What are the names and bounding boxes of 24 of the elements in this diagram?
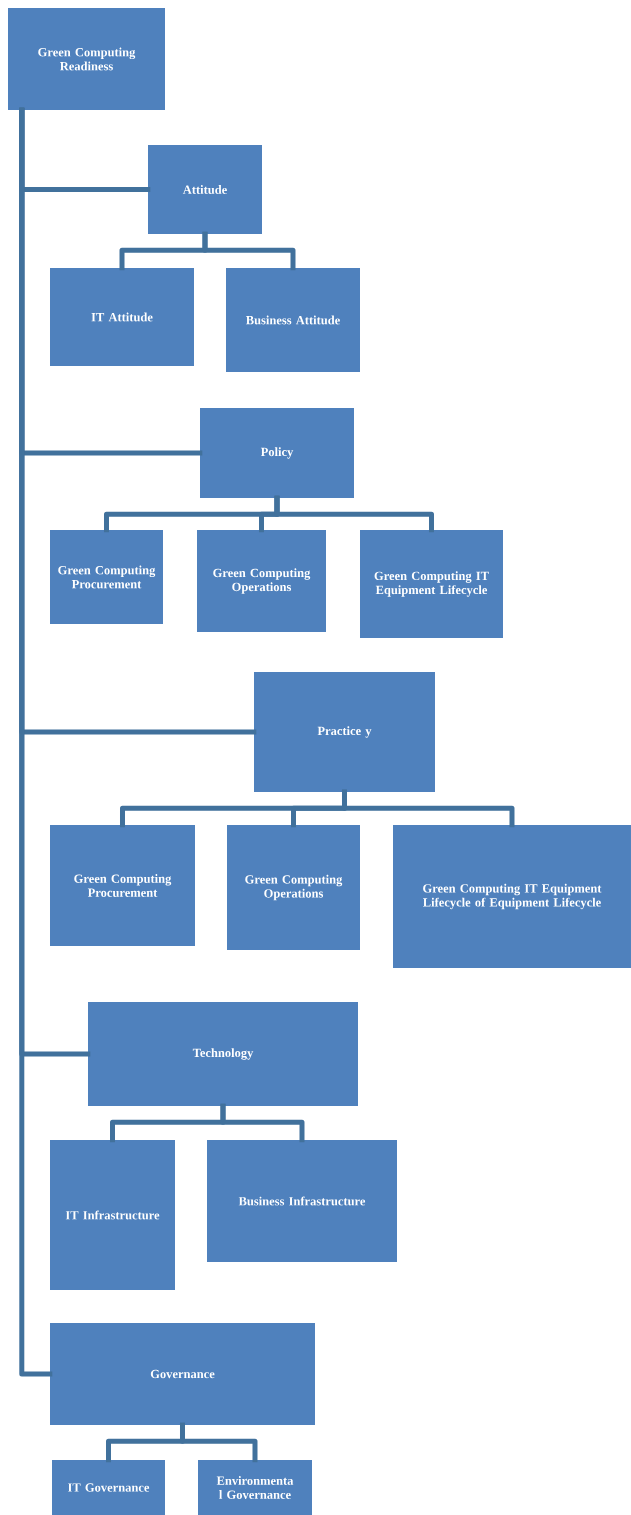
connector (19, 107, 53, 1377)
box: Technology (88, 1002, 358, 1106)
box: Governance (50, 1323, 315, 1425)
connector (274, 495, 434, 533)
box: Green Computing Operations (227, 825, 360, 950)
box: Practice y (254, 672, 435, 792)
box: IT Infrastructure (50, 1140, 175, 1290)
box: Green Computing Procurement (50, 825, 195, 946)
box: Environmenta l Governance (198, 1460, 312, 1515)
box: Green Computing IT Equipment Lifecycle (360, 530, 503, 638)
box: Green Computing Operations (197, 530, 326, 632)
box: Green Computing Procurement (50, 530, 163, 624)
connector (180, 1422, 258, 1463)
box: IT Governance (52, 1460, 165, 1515)
connector (202, 231, 296, 271)
connector (342, 789, 515, 828)
box: Policy (200, 408, 354, 498)
box: IT Attitude (50, 268, 194, 366)
box: Business Attitude (226, 268, 360, 372)
connector (220, 1103, 305, 1143)
box: Business Infrastructure (207, 1140, 397, 1262)
box: Green Computing Readiness (8, 8, 165, 110)
box: Green Computing IT Equipment Lifecycle of Equipment Lifecycle (393, 825, 631, 968)
box: Attitude (148, 145, 262, 234)
